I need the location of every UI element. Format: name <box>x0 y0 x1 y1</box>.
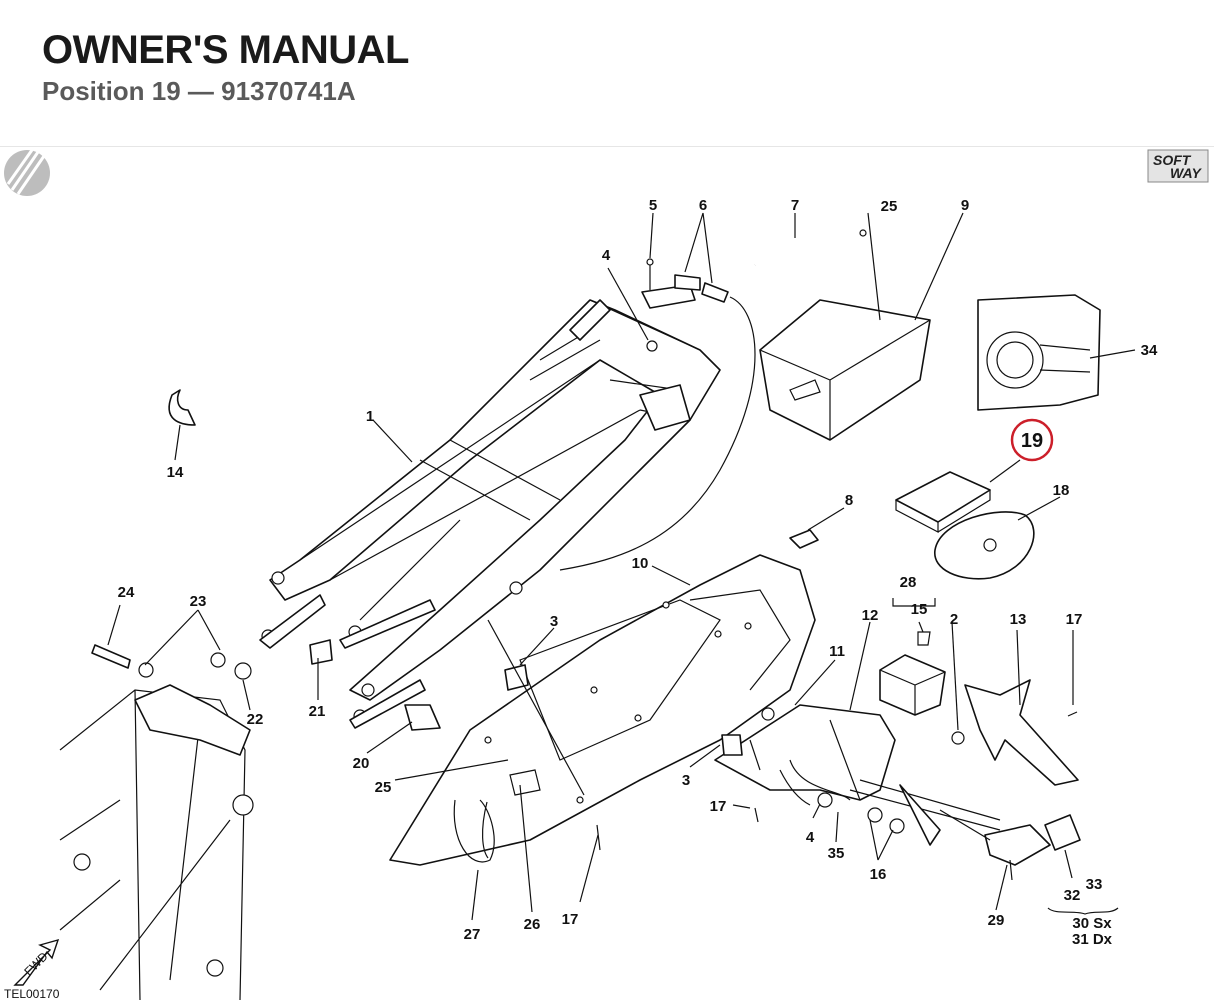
callout-1: 1 <box>366 408 374 425</box>
softway-logo: SOFT WAY <box>1147 149 1209 183</box>
callout-5: 5 <box>649 197 657 214</box>
leader-lines <box>107 212 1136 921</box>
hardware-small <box>309 639 1078 881</box>
callout-17c: 17 <box>562 911 579 928</box>
reference-code: TEL00170 <box>4 987 60 1001</box>
callout-14: 14 <box>167 464 184 481</box>
callout-32: 32 <box>1064 887 1081 904</box>
callout-25a: 25 <box>375 779 392 796</box>
logo-line2: WAY <box>1170 165 1203 181</box>
cable-clip-part <box>168 389 196 426</box>
callout-8: 8 <box>845 492 853 509</box>
callout-labels: 1 2 3 3 4 4 5 6 7 8 9 10 11 12 13 14 15 … <box>118 197 1158 948</box>
logo-line1: SOFT <box>1153 152 1192 168</box>
tail-light <box>977 294 1101 411</box>
callout-10: 10 <box>632 555 649 572</box>
page-subtitle: Position 19 — 91370741A <box>42 76 356 106</box>
fwd-arrow-icon: FWD <box>13 938 60 986</box>
callout-13: 13 <box>1010 611 1027 628</box>
callout-20: 20 <box>353 755 370 772</box>
front-frame-section <box>59 644 254 1001</box>
parts-diagram-svg: SOFT WAY <box>4 149 1209 1001</box>
callout-26: 26 <box>524 916 541 933</box>
callout-12: 12 <box>862 607 879 624</box>
highlight-label: 19 <box>1021 430 1043 452</box>
callout-29: 29 <box>988 912 1005 929</box>
callout-9: 9 <box>961 197 969 214</box>
callout-30: 30 Sx <box>1072 915 1112 932</box>
position-19-highlight: 19 <box>1010 418 1054 462</box>
license-plate-bracket <box>714 704 1001 846</box>
owners-manual-booklet <box>895 471 991 533</box>
callout-18: 18 <box>1053 482 1070 499</box>
callout-17b: 17 <box>710 798 727 815</box>
callout-24: 24 <box>118 584 135 601</box>
callout-3a: 3 <box>550 613 558 630</box>
callout-34: 34 <box>1141 342 1158 359</box>
parts-diagram: SOFT WAY <box>0 147 1214 1003</box>
callout-3b: 3 <box>682 772 690 789</box>
callout-2: 2 <box>950 611 958 628</box>
callout-11: 11 <box>829 643 845 660</box>
battery-tray <box>753 229 931 441</box>
callout-6: 6 <box>699 197 707 214</box>
callout-4b: 4 <box>806 829 815 846</box>
page-title: OWNER'S MANUAL <box>42 28 409 72</box>
callout-25b: 25 <box>881 198 898 215</box>
callout-15: 15 <box>911 601 928 618</box>
callout-16: 16 <box>870 866 887 883</box>
flasher-relay <box>879 631 946 716</box>
callout-21: 21 <box>309 703 326 720</box>
page-header: OWNER'S MANUAL Position 19 — 91370741A <box>0 0 1214 147</box>
callout-35: 35 <box>828 845 845 862</box>
callout-31: 31 Dx <box>1072 931 1113 948</box>
top-bracket <box>559 258 756 571</box>
grommet-part <box>789 529 819 549</box>
callout-28: 28 <box>900 574 917 591</box>
turn-signal <box>939 809 1081 866</box>
callout-17a: 17 <box>1066 611 1083 628</box>
rear-subframe <box>259 299 721 729</box>
callout-23: 23 <box>190 593 207 610</box>
callout-33: 33 <box>1086 876 1103 893</box>
callout-27: 27 <box>464 926 481 943</box>
callout-4a: 4 <box>602 247 611 264</box>
plate-support <box>964 679 1079 786</box>
tool-roll <box>934 511 1035 580</box>
undertray <box>389 554 816 866</box>
callout-7: 7 <box>791 197 799 214</box>
callout-22: 22 <box>247 711 264 728</box>
hatched-circle-icon <box>4 149 50 196</box>
